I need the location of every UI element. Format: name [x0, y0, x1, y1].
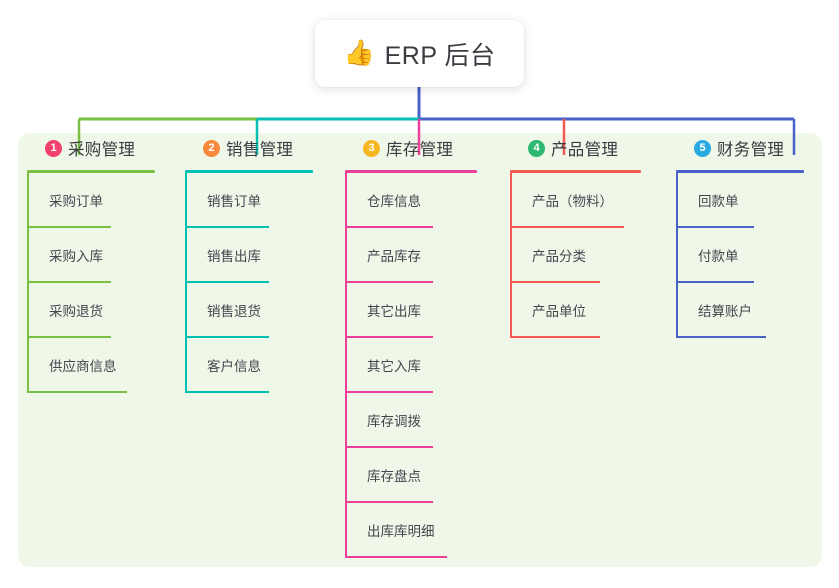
- item-label: 付款单: [698, 249, 739, 264]
- item-label: 销售订单: [207, 194, 261, 209]
- column-rule: [345, 170, 477, 173]
- column-title: 财务管理: [717, 141, 785, 159]
- item-label: 产品单位: [532, 304, 586, 319]
- column-3: 3 库存管理仓库信息产品库存其它出库其它入库库存调拨库存盘点出库库明细: [345, 133, 477, 558]
- item-underline: [185, 391, 269, 393]
- item-underline: [510, 226, 624, 228]
- thumbs-up-icon: 👍: [343, 39, 375, 67]
- item-spine: [510, 228, 512, 283]
- item-spine: [345, 228, 347, 283]
- item-label: 其它出库: [367, 304, 421, 319]
- item-underline: [345, 446, 433, 448]
- item-underline: [345, 336, 433, 338]
- item-label: 库存调拨: [367, 414, 421, 429]
- item-spine: [345, 338, 347, 393]
- item-underline: [510, 281, 600, 283]
- item-label: 销售退货: [207, 304, 261, 319]
- column-1: 1 采购管理采购订单采购入库采购退货供应商信息: [27, 133, 155, 393]
- item-label: 结算账户: [698, 304, 752, 319]
- column-header-4[interactable]: 4 产品管理: [510, 133, 618, 163]
- column-header-3[interactable]: 3 库存管理: [345, 133, 453, 163]
- item-label: 产品库存: [367, 249, 421, 264]
- column-4: 4 产品管理产品（物料） 产品分类产品单位: [510, 133, 641, 338]
- item-label: 回款单: [698, 194, 739, 209]
- column-badge-icon: 1: [45, 139, 62, 157]
- item-spine: [345, 503, 347, 558]
- item-underline: [676, 226, 754, 228]
- column-header-5[interactable]: 5 财务管理: [676, 133, 784, 163]
- column-rule: [676, 170, 804, 173]
- item-spine: [345, 173, 347, 228]
- item-underline: [185, 281, 269, 283]
- item-label: 客户信息: [207, 359, 261, 374]
- item-underline: [345, 391, 433, 393]
- column-container: 1 采购管理采购订单采购入库采购退货供应商信息 2 销售管理销售订单销售出库销售退货客…: [18, 133, 822, 567]
- item-label: 产品分类: [532, 249, 586, 264]
- item-label: 产品（物料）: [532, 194, 613, 209]
- column-rule: [27, 170, 155, 173]
- item-underline: [27, 226, 111, 228]
- column-badge-icon: 2: [203, 139, 220, 157]
- column-title: 销售管理: [226, 141, 294, 159]
- item-spine: [676, 173, 678, 228]
- item-underline: [185, 336, 269, 338]
- item-label: 其它入库: [367, 359, 421, 374]
- column-title: 库存管理: [386, 141, 454, 159]
- item-label: 出库库明细: [367, 524, 435, 539]
- column-title: 产品管理: [551, 141, 619, 159]
- item-label: 采购退货: [49, 304, 103, 319]
- item-spine: [27, 173, 29, 228]
- item-label: 采购订单: [49, 194, 103, 209]
- item-underline: [510, 336, 600, 338]
- column-badge-icon: 5: [694, 139, 711, 157]
- item-spine: [185, 338, 187, 393]
- item-spine: [510, 173, 512, 228]
- item-spine: [185, 283, 187, 338]
- item-underline: [27, 281, 111, 283]
- column-2: 2 销售管理销售订单销售出库销售退货客户信息: [185, 133, 313, 393]
- item-spine: [185, 228, 187, 283]
- item-spine: [345, 448, 347, 503]
- column-title: 采购管理: [68, 141, 136, 159]
- item-spine: [345, 283, 347, 338]
- item-underline: [345, 501, 433, 503]
- column-badge-icon: 3: [363, 139, 380, 157]
- column-rule: [510, 170, 641, 173]
- item-label: 库存盘点: [367, 469, 421, 484]
- item-spine: [27, 338, 29, 393]
- item-underline: [27, 336, 111, 338]
- item-spine: [185, 173, 187, 228]
- item-spine: [345, 393, 347, 448]
- item-underline: [345, 556, 447, 558]
- item-underline: [345, 226, 433, 228]
- column-header-1[interactable]: 1 采购管理: [27, 133, 135, 163]
- item-label: 销售出库: [207, 249, 261, 264]
- item-label: 采购入库: [49, 249, 103, 264]
- item-underline: [676, 281, 754, 283]
- diagram-background-panel: [18, 133, 822, 567]
- item-underline: [27, 391, 127, 393]
- item-spine: [676, 283, 678, 338]
- item-spine: [27, 228, 29, 283]
- root-node-label: ERP 后台: [384, 41, 496, 70]
- column-badge-icon: 4: [528, 139, 545, 157]
- item-label: 仓库信息: [367, 194, 421, 209]
- item-label: 供应商信息: [49, 359, 117, 374]
- item-underline: [676, 336, 766, 338]
- item-spine: [510, 283, 512, 338]
- item-underline: [345, 281, 433, 283]
- column-header-2[interactable]: 2 销售管理: [185, 133, 293, 163]
- column-rule: [185, 170, 313, 173]
- item-underline: [185, 226, 269, 228]
- column-5: 5 财务管理回款单付款单结算账户: [676, 133, 804, 338]
- root-node-card[interactable]: 👍 ERP 后台: [315, 20, 524, 87]
- item-spine: [676, 228, 678, 283]
- item-spine: [27, 283, 29, 338]
